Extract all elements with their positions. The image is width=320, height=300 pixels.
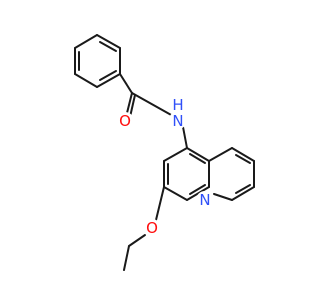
atom-carbonyl-oxygen: O (116, 112, 134, 130)
bond-32 (123, 245, 130, 271)
atom-ring-nitrogen: N (196, 191, 214, 209)
bond-29 (235, 184, 251, 194)
bond-26 (231, 186, 255, 201)
bond-11 (131, 92, 174, 117)
bond-31 (128, 234, 146, 247)
bond-30 (155, 186, 165, 221)
atom-amide-nitrogen: N H (169, 96, 187, 130)
bond-3 (74, 73, 98, 88)
atom-label-h-amide: H (172, 96, 183, 114)
bond-23 (208, 147, 233, 162)
bond-27 (213, 193, 233, 201)
bond-17 (186, 186, 210, 201)
bond-6 (99, 41, 117, 52)
bond-layer (74, 34, 255, 271)
bond-24 (231, 147, 255, 162)
bond-5 (74, 34, 98, 49)
bond-7 (99, 70, 117, 81)
bond-16 (163, 186, 188, 201)
molecule-diagram: O N H N O (74, 34, 255, 271)
atom-label-n-amide: N (172, 112, 183, 130)
bond-19 (186, 147, 210, 162)
bond-28 (235, 154, 251, 164)
atom-label-o-carbonyl: O (119, 112, 131, 130)
bond-21 (189, 184, 206, 195)
atom-label-n-ring: N (199, 191, 210, 209)
bond-0 (96, 34, 121, 49)
bond-12 (129, 94, 136, 118)
atom-ether-oxygen: O (143, 219, 161, 237)
bond-22 (189, 153, 206, 164)
bond-14 (163, 147, 188, 162)
bond-2 (96, 73, 121, 88)
bond-13 (182, 126, 188, 149)
atom-label-o-ether: O (146, 219, 158, 237)
bond-9 (119, 73, 133, 94)
